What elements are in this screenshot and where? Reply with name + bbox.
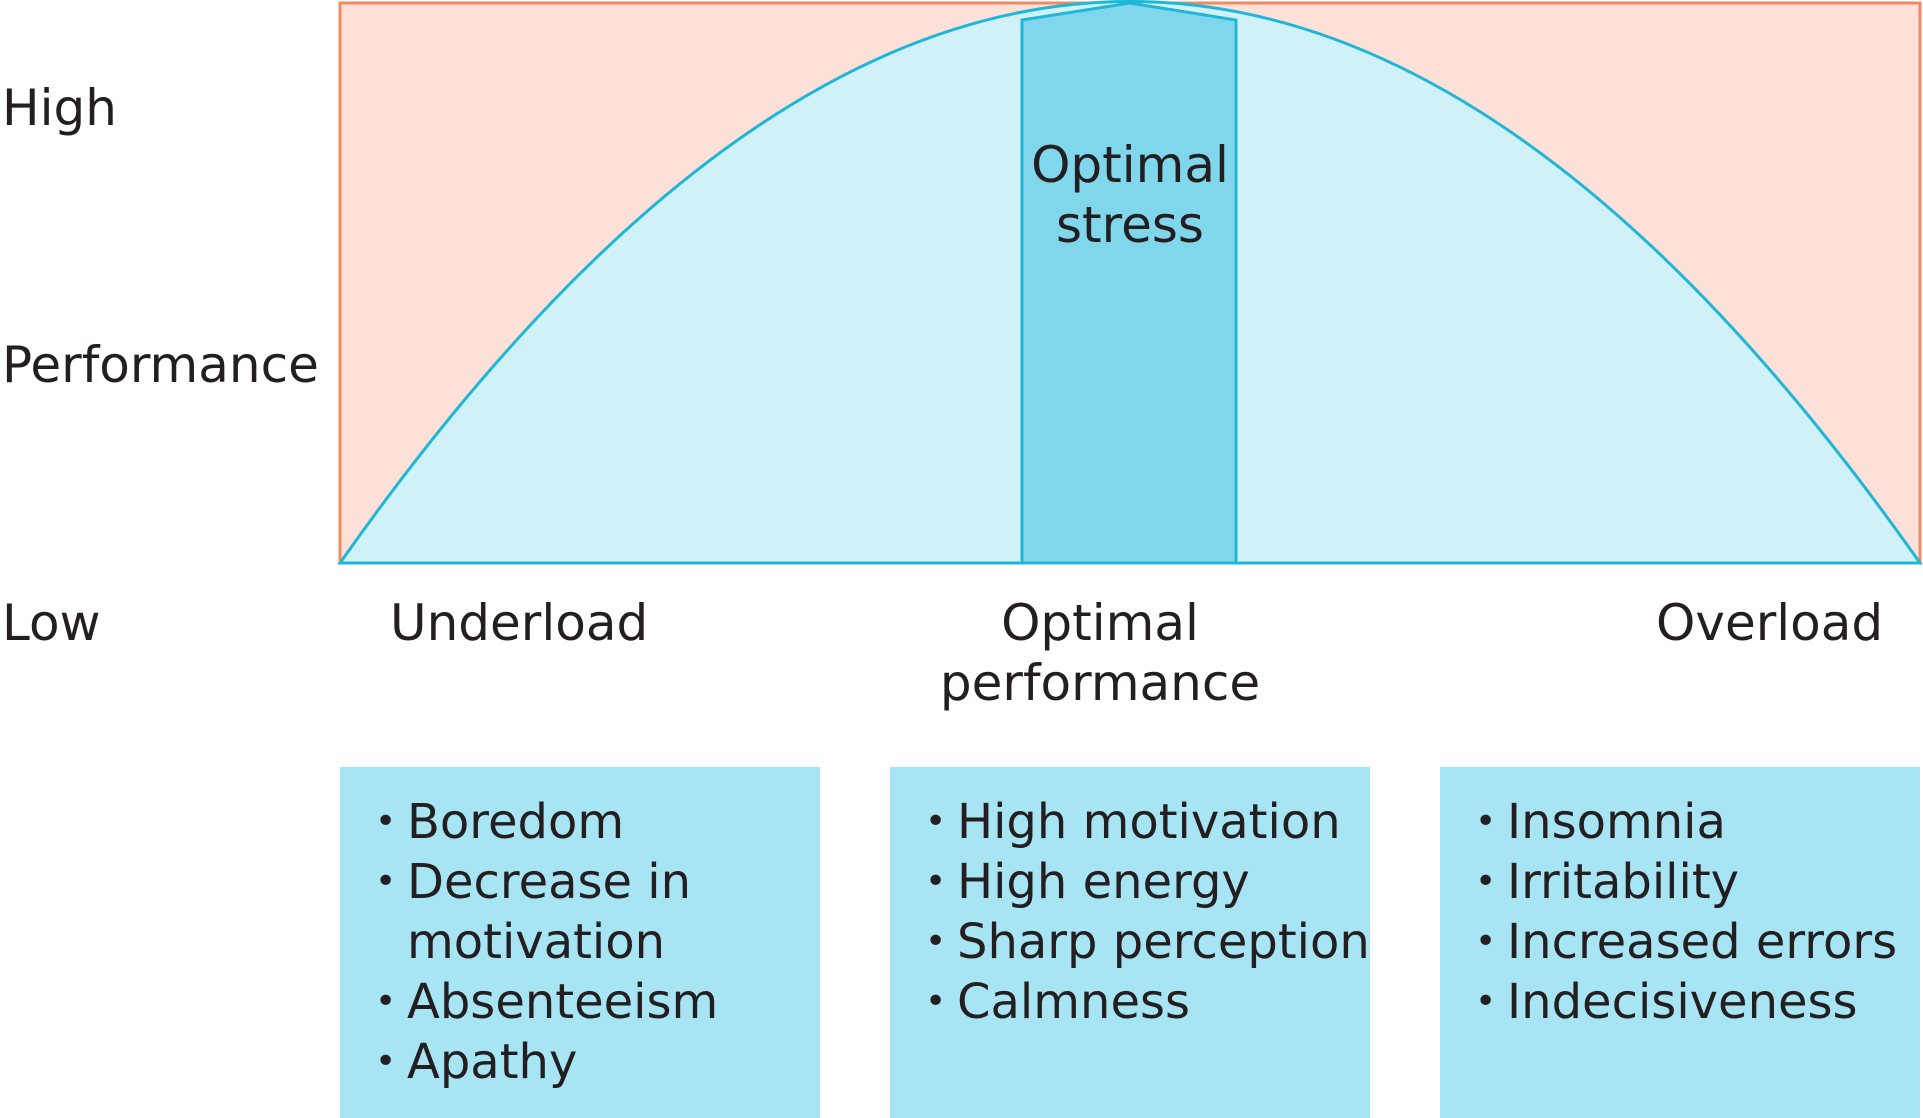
- underload-symptoms-list: Boredom Decrease in motivation Absenteei…: [375, 792, 820, 1092]
- underload-label: Underload: [390, 594, 649, 652]
- list-item: Indecisiveness: [1475, 972, 1920, 1032]
- list-item: Increased errors: [1475, 912, 1920, 972]
- overload-label: Overload: [1656, 594, 1884, 652]
- list-item: Sharp perception: [925, 912, 1370, 972]
- optimal-stress-label: Optimal stress: [1031, 136, 1229, 254]
- list-item: High motivation: [925, 792, 1370, 852]
- overload-symptoms-box: Insomnia Irritability Increased errors I…: [1440, 767, 1920, 1118]
- optimal-stress-band: [1020, 1, 1238, 565]
- overload-symptoms-list: Insomnia Irritability Increased errors I…: [1475, 792, 1920, 1032]
- list-item: Calmness: [925, 972, 1370, 1032]
- list-item: Insomnia: [1475, 792, 1920, 852]
- optimal-symptoms-box: High motivation High energy Sharp percep…: [890, 767, 1370, 1118]
- y-axis-high-label: High: [2, 79, 117, 137]
- list-item: Boredom: [375, 792, 820, 852]
- underload-symptoms-box: Boredom Decrease in motivation Absenteei…: [340, 767, 820, 1118]
- y-axis-title: Performance: [2, 336, 319, 394]
- list-item: Absenteeism: [375, 972, 820, 1032]
- list-item: Irritability: [1475, 852, 1920, 912]
- optimal-symptoms-list: High motivation High energy Sharp percep…: [925, 792, 1370, 1032]
- list-item: Decrease in motivation: [375, 852, 820, 972]
- list-item: High energy: [925, 852, 1370, 912]
- y-axis-low-label: Low: [2, 594, 101, 652]
- list-item: Apathy: [375, 1032, 820, 1092]
- optimal-performance-label: Optimal performance: [939, 594, 1261, 712]
